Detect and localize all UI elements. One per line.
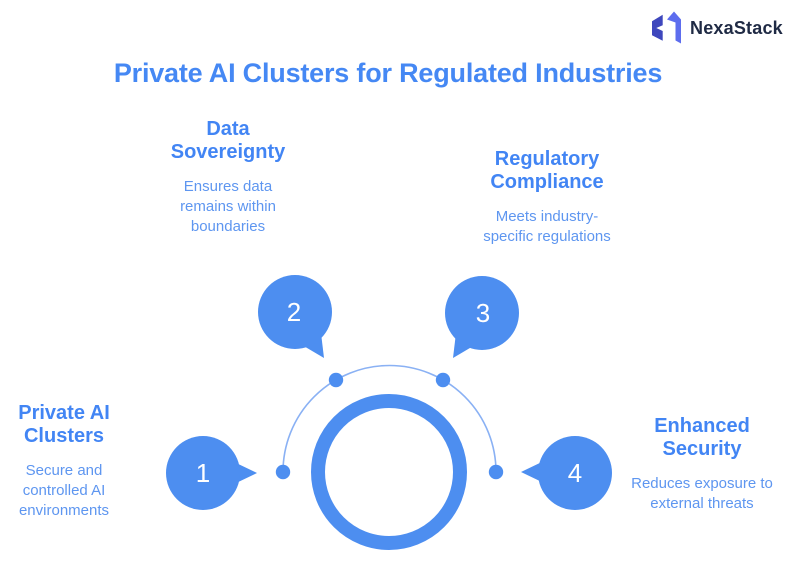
item-heading: Data Sovereignty bbox=[170, 118, 286, 163]
node-dot-1 bbox=[275, 464, 291, 480]
page-title: Private AI Clusters for Regulated Indust… bbox=[113, 58, 663, 88]
bubble-2-number: 2 bbox=[287, 297, 301, 327]
item-description: Reduces exposure to external threats bbox=[631, 475, 773, 512]
bubble-2: 2 bbox=[258, 275, 332, 358]
item-heading: Private AI Clusters bbox=[18, 402, 110, 447]
bubble-1-number: 1 bbox=[196, 458, 210, 488]
bubble-4-number: 4 bbox=[568, 458, 582, 488]
item-data-sovereignty: Data Sovereignty Ensures data remains wi… bbox=[163, 118, 293, 237]
brand-logo: NexaStack bbox=[652, 10, 783, 46]
bubble-3-number: 3 bbox=[476, 298, 490, 328]
bubble-2-circle bbox=[258, 275, 332, 349]
item-regulatory-compliance: Regulatory Compliance Meets industry-spe… bbox=[472, 148, 622, 247]
bubble-3-circle bbox=[445, 276, 519, 350]
nexastack-mark-icon bbox=[652, 11, 681, 44]
item-description: Ensures data remains within boundaries bbox=[180, 178, 276, 235]
item-heading: Enhanced Security bbox=[654, 415, 750, 460]
node-dot-4 bbox=[488, 464, 504, 480]
node-dot-3 bbox=[435, 372, 451, 388]
item-description: Meets industry-specific regulations bbox=[483, 208, 611, 245]
item-enhanced-security: Enhanced Security Reduces exposure to ex… bbox=[627, 415, 777, 514]
node-dot-2 bbox=[328, 372, 344, 388]
bubble-3: 3 bbox=[445, 276, 519, 358]
central-ring bbox=[311, 394, 467, 550]
item-description: Secure and controlled AI environments bbox=[18, 462, 110, 519]
bubble-4-circle bbox=[538, 436, 612, 510]
bubble-1: 1 bbox=[166, 436, 257, 510]
bubble-1-circle bbox=[166, 436, 240, 510]
connector-arc bbox=[282, 364, 497, 473]
bubble-4: 4 bbox=[521, 436, 612, 510]
brand-name: NexaStack bbox=[690, 17, 783, 38]
item-private-ai-clusters: Private AI Clusters Secure and controlle… bbox=[0, 402, 128, 521]
item-heading: Regulatory Compliance bbox=[490, 148, 604, 193]
